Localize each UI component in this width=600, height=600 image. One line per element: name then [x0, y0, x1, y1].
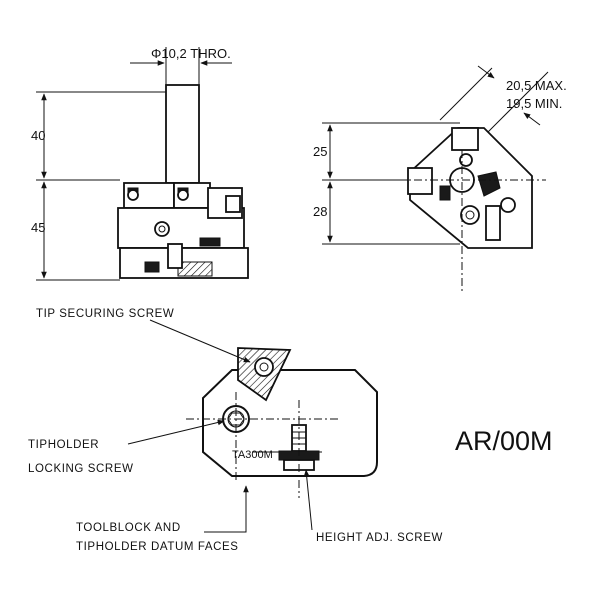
height-dimension: 40 45 [31, 91, 168, 281]
front-view: Φ10,2 THRO. 40 45 [31, 46, 249, 281]
side-upper-label: 25 [313, 144, 327, 159]
side-view: 25 28 20,5 MAX. 19,5 MIN. [313, 65, 567, 292]
bore-dimension-label: Φ10,2 THRO. [151, 46, 231, 61]
tip-securing-screw-label: TIP SECURING SCREW [36, 308, 174, 320]
minmax-dimension: 20,5 MAX. 19,5 MIN. [439, 65, 567, 151]
datum-faces-label-line1: TOOLBLOCK AND [76, 522, 181, 534]
max-label: 20,5 MAX. [506, 78, 567, 93]
model-title: AR/00M [455, 426, 553, 456]
tipholder-label-line2: LOCKING SCREW [28, 463, 134, 475]
tipholder-code-label: TA300M [232, 449, 273, 461]
side-lower-label: 28 [313, 204, 327, 219]
bore-dimension: Φ10,2 THRO. [130, 46, 232, 85]
side-dimension: 25 28 [313, 122, 460, 245]
toolblock-plate [202, 369, 378, 477]
height-upper-label: 40 [31, 128, 45, 143]
height-lower-label: 45 [31, 220, 45, 235]
plan-view: TIP SECURING SCREW TIPHOLDER LOCKING SCR… [28, 308, 443, 553]
tipholder-label-line1: TIPHOLDER [28, 439, 99, 451]
shank [165, 84, 200, 184]
height-adj-screw-label: HEIGHT ADJ. SCREW [316, 532, 443, 544]
datum-faces-label-line2: TIPHOLDER DATUM FACES [76, 541, 239, 553]
min-label: 19,5 MIN. [506, 96, 562, 111]
